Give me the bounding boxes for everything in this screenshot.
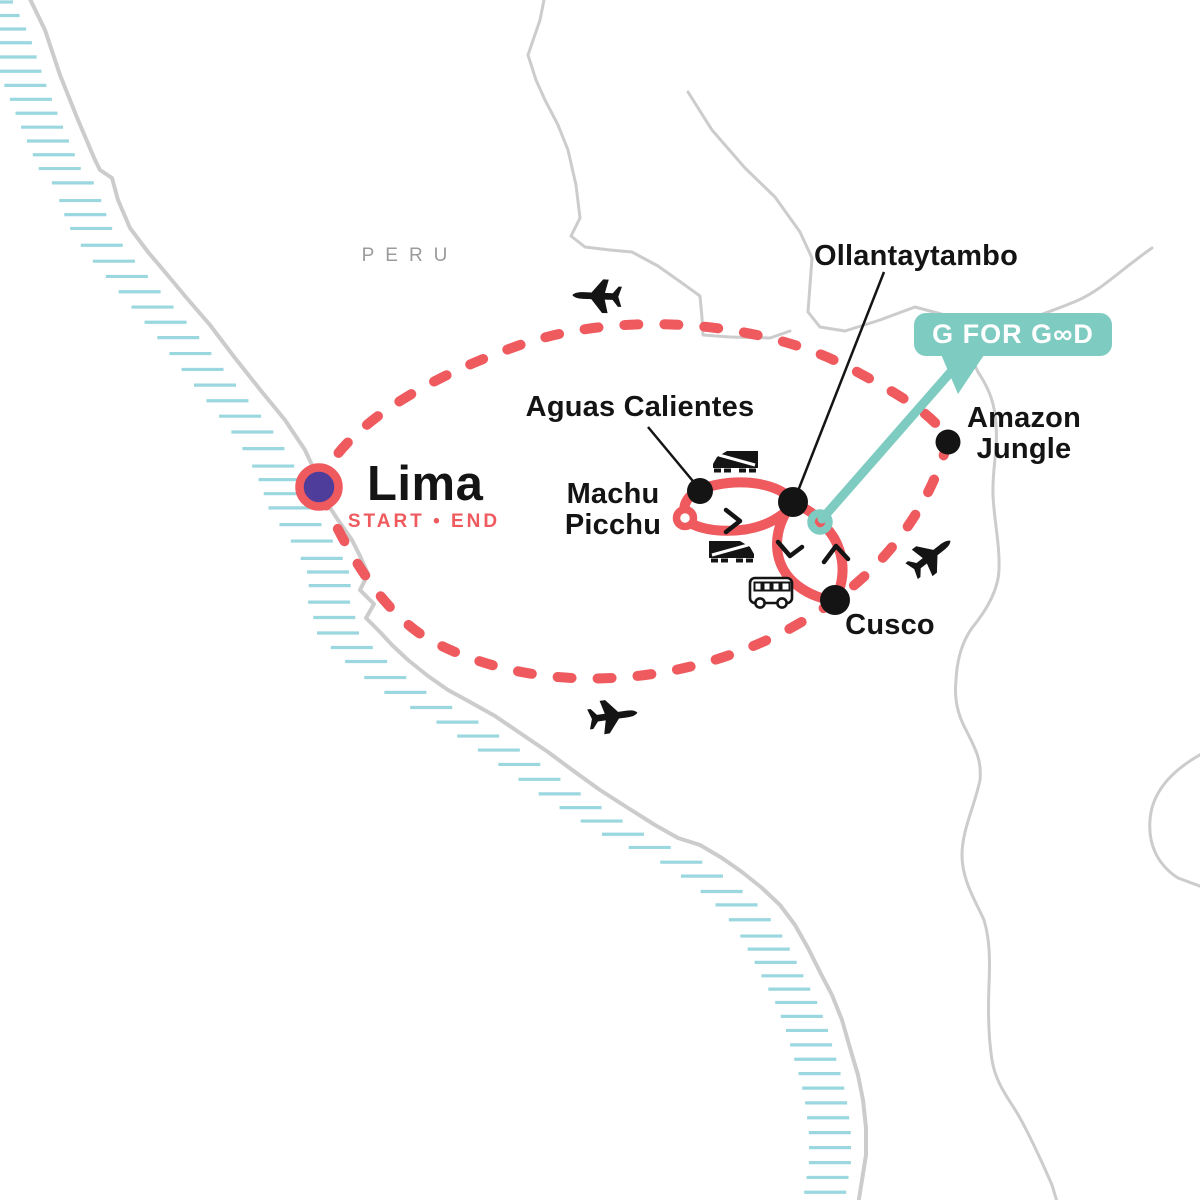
border-southeast (954, 246, 1154, 1200)
coast-hatching (0, 0, 851, 1194)
aguas-calientes-label: Aguas Calientes (525, 391, 755, 423)
ollanta-pointer-line (794, 271, 886, 497)
country-label: PERU (361, 245, 459, 266)
chevron-up-icon (821, 543, 851, 565)
cusco-marker (820, 585, 850, 615)
border-north (526, 0, 792, 340)
badge-tail (940, 352, 986, 394)
train-icon (711, 449, 760, 474)
machu-picchu-label-line1: Machu (566, 478, 660, 510)
amazon-jungle-label-line1: Amazon (967, 402, 1081, 434)
coastline (28, 0, 868, 1200)
country-borders (526, 0, 1200, 1200)
lima-label: Lima (367, 457, 484, 511)
airplane-icon (901, 527, 961, 585)
amazon-jungle-marker (935, 429, 961, 455)
g-for-good-badge: G FOR G∞D (914, 313, 1112, 356)
aguas-pointer-line (647, 426, 698, 487)
route-amazon-cusco (837, 437, 953, 600)
cusco-label: Cusco (845, 609, 935, 641)
g-for-good-marker (807, 509, 833, 535)
route-chevrons (723, 507, 851, 565)
ollantaytambo-marker (778, 487, 808, 517)
route-machu-aguas-ollanta (679, 477, 798, 520)
badge-leader-line (817, 361, 961, 524)
route-lima-amazon (313, 319, 953, 492)
airplane-icon (586, 695, 640, 737)
machu-picchu-label: Machu Picchu (565, 479, 661, 541)
flight-route-dashed (313, 319, 953, 684)
aguas-calientes-marker (687, 478, 713, 504)
chevron-down-icon (775, 539, 805, 559)
airplane-icon (571, 278, 623, 314)
lima-start-end-label: START • END (347, 511, 501, 532)
amazon-jungle-label-line2: Jungle (976, 433, 1072, 465)
border-bottom-right (1148, 753, 1200, 888)
bus-icon (748, 576, 794, 609)
ollantaytambo-label: Ollantaytambo (813, 240, 1019, 272)
lima-marker (295, 463, 343, 511)
machu-picchu-marker (672, 505, 698, 531)
chevron-right-icon (723, 507, 743, 535)
train-icon (707, 539, 756, 564)
amazon-jungle-label: Amazon Jungle (967, 403, 1081, 465)
machu-picchu-label-line2: Picchu (564, 509, 662, 541)
